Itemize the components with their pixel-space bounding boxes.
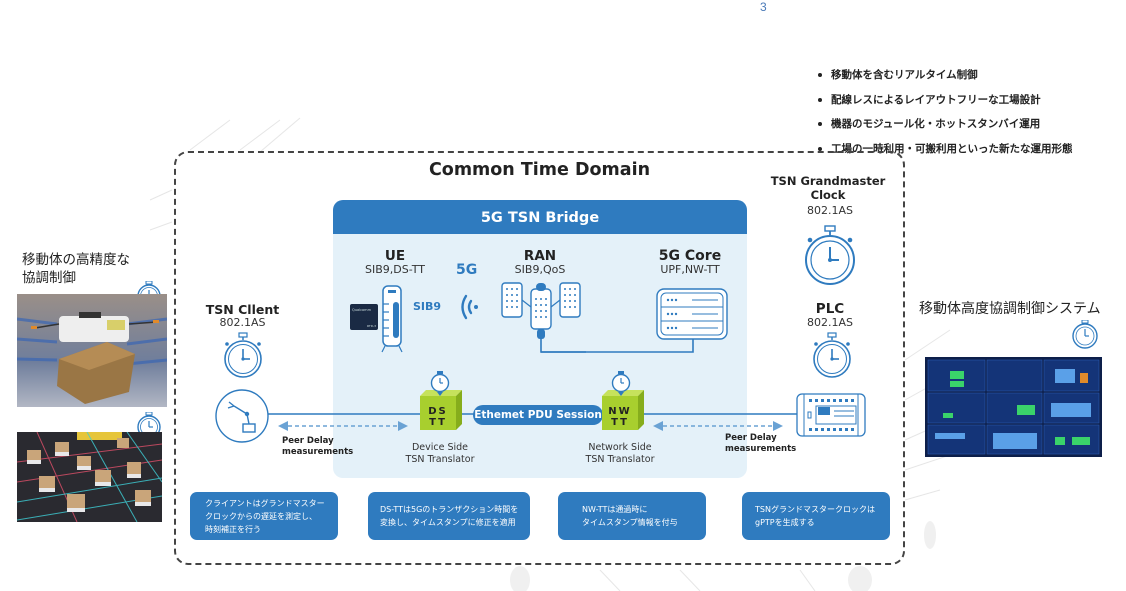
bullet-icon bbox=[818, 97, 822, 102]
left-panel-label: 移動体の高精度な 協調制御 bbox=[22, 252, 130, 286]
page-number: 3 bbox=[760, 0, 767, 14]
stopwatch-icon-right bbox=[1072, 320, 1098, 349]
server-icon bbox=[656, 288, 728, 340]
ran-sub: SIB9,QoS bbox=[514, 263, 566, 276]
note-client: クライアントはグランドマスター クロックからの遅延を測定し、 時刻補正を行う bbox=[190, 492, 338, 540]
plc-sub: 802.1AS bbox=[807, 316, 853, 329]
plc-title: PLC bbox=[815, 301, 845, 317]
peer-delay-label-right: Peer Delay measurements bbox=[725, 433, 797, 454]
feature-list: 移動体を含むリアルタイム制御 配線レスによるレイアウトフリーな工場設計 機器のモ… bbox=[818, 66, 1073, 164]
peer-delay-arrow-right bbox=[653, 421, 783, 431]
common-time-domain-box bbox=[174, 151, 905, 565]
tsn-client-title: TSN Cllent bbox=[205, 302, 280, 317]
feature-item: 配線レスによるレイアウトフリーな工場設計 bbox=[818, 91, 1073, 116]
agv-robots-photo bbox=[17, 432, 162, 522]
ran-title: RAN bbox=[523, 248, 557, 264]
core-sub: UPF,NW-TT bbox=[660, 263, 720, 276]
feature-item: 機器のモジュール化・ホットスタンバイ運用 bbox=[818, 115, 1073, 140]
peer-delay-arrow-left bbox=[278, 421, 408, 431]
ds-tt-label: DS TT bbox=[428, 406, 448, 428]
feature-item: 移動体を含むリアルタイム制御 bbox=[818, 66, 1073, 91]
peer-delay-label-left: Peer Delay measurements bbox=[282, 436, 354, 457]
note-ds-tt: DS-TTは5Gのトランザクション時間を 変換し、タイムスタンプに修正を適用 bbox=[368, 492, 530, 540]
ethernet-pdu-session: Ethemet PDU Session bbox=[473, 405, 603, 425]
grandmaster-title: TSN Grandmaster Clock bbox=[770, 174, 886, 202]
drone-delivery-photo bbox=[17, 294, 167, 407]
ds-tt-cube-icon bbox=[420, 390, 462, 430]
control-system-dashboard-photo bbox=[925, 357, 1102, 457]
wireless-signal-icon bbox=[461, 294, 478, 320]
stopwatch-icon-plc bbox=[813, 332, 851, 378]
bullet-icon bbox=[818, 122, 822, 126]
ue-title: UE bbox=[384, 248, 406, 264]
stopwatch-icon-grandmaster bbox=[805, 225, 855, 285]
right-panel-label: 移動体高度協調制御システム bbox=[919, 301, 1101, 317]
tsn-client-sub: 802.1AS bbox=[219, 316, 266, 329]
nw-tt-caption: Network Side TSN Translator bbox=[585, 442, 655, 465]
plc-device-icon bbox=[796, 393, 866, 437]
ds-tt-caption: Device Side TSN Translator bbox=[405, 442, 475, 465]
note-grandmaster: TSNグランドマスタークロックは gPTPを生成する bbox=[742, 492, 890, 540]
5g-label: 5G bbox=[456, 262, 478, 278]
note-nw-tt: NW-TTは通過時に タイムスタンプ情報を付与 bbox=[558, 492, 706, 540]
bridge-title: 5G TSN Bridge bbox=[333, 200, 747, 234]
stopwatch-icon-nw-tt bbox=[611, 371, 631, 396]
ue-device-icon bbox=[381, 285, 403, 353]
sib9-label: SIB9 bbox=[413, 300, 442, 313]
bullet-icon bbox=[818, 146, 822, 151]
stopwatch-icon-client bbox=[224, 332, 262, 378]
nw-tt-label: NW TT bbox=[608, 406, 632, 428]
stopwatch-icon-ds-tt bbox=[430, 371, 450, 396]
ue-sub: SIB9,DS-TT bbox=[365, 263, 425, 276]
ran-antenna-icon bbox=[501, 282, 586, 353]
bullet-icon bbox=[818, 73, 822, 77]
domain-title: Common Time Domain bbox=[428, 160, 651, 180]
qualcomm-chip: Qualcomm RTD-3 bbox=[350, 304, 378, 330]
robot-arm-icon bbox=[215, 389, 269, 443]
core-title: 5G Core bbox=[658, 248, 722, 264]
nw-tt-cube-icon bbox=[602, 390, 644, 430]
grandmaster-sub: 802.1AS bbox=[807, 204, 853, 217]
